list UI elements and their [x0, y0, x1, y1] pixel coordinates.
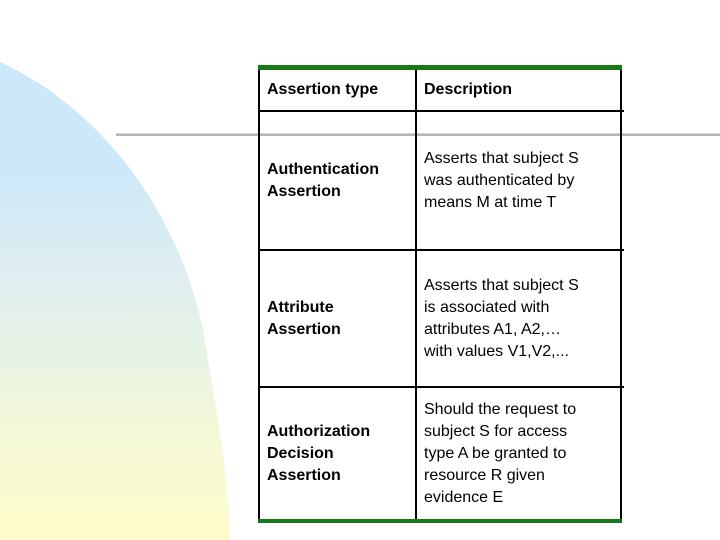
- table-cell-desc-attribute: Asserts that subject S is associated wit…: [417, 251, 624, 388]
- table-cell-desc-authorization: Should the request to subject S for acce…: [424, 400, 577, 506]
- table-cell-type-attribute: Attribute Assertion: [260, 251, 417, 388]
- table-cell-desc-authentication: Asserts that subject S was authenticated…: [417, 112, 624, 251]
- table-bottom-accent-border: [258, 519, 622, 523]
- gradient-curve-shape: [0, 62, 230, 540]
- table-header-description: Description: [417, 70, 624, 112]
- horizontal-divider-line: [116, 133, 720, 136]
- table-cell-type-authorization: Authorization Decision Assertion: [260, 388, 417, 519]
- table-cell-type-authentication: Authentication Assertion: [260, 112, 417, 251]
- assertion-table: Assertion type Description Authenticatio…: [258, 65, 624, 523]
- table-header-assertion-type: Assertion type: [260, 70, 417, 112]
- table-grid: Assertion type Description Authenticatio…: [258, 70, 624, 519]
- table-top-accent-border: [258, 65, 622, 70]
